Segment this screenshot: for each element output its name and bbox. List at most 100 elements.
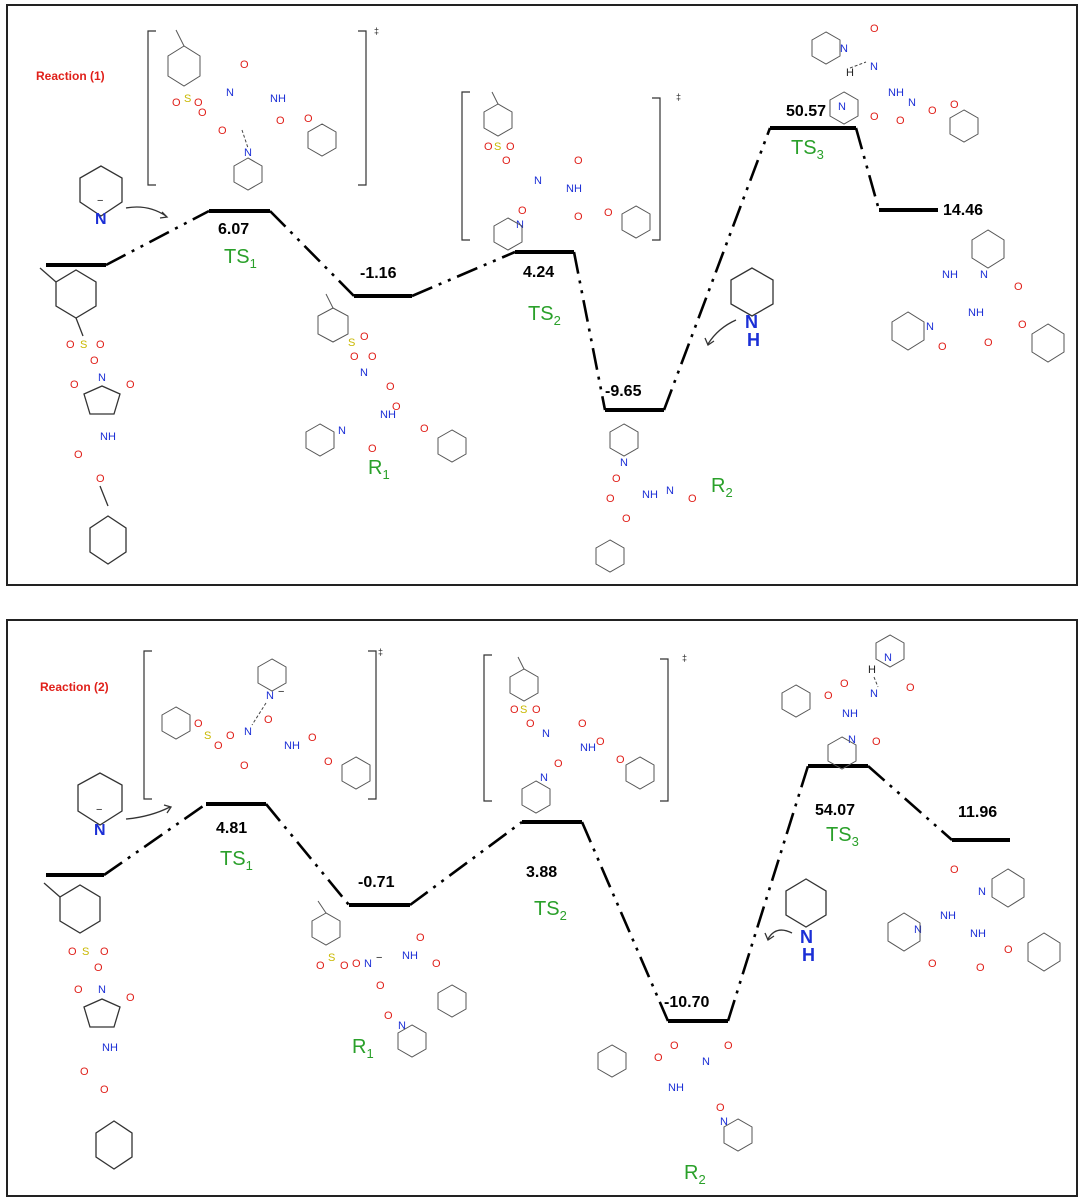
svg-text:O: O bbox=[386, 381, 395, 393]
reaction-title: Reaction (2) bbox=[40, 680, 109, 694]
svg-text:N: N bbox=[870, 61, 878, 73]
ts2-bracket-right bbox=[660, 658, 669, 802]
svg-text:O: O bbox=[870, 23, 879, 35]
svg-text:O: O bbox=[532, 704, 541, 716]
svg-text:O: O bbox=[1004, 944, 1013, 956]
svg-text:O: O bbox=[194, 718, 203, 730]
svg-text:N: N bbox=[745, 312, 758, 332]
svg-text:NH: NH bbox=[970, 928, 986, 940]
path-segment bbox=[580, 821, 670, 1022]
svg-text:O: O bbox=[126, 992, 135, 1004]
svg-text:N: N bbox=[542, 728, 550, 740]
energy-value-r1: -1.16 bbox=[360, 265, 397, 282]
svg-text:NH: NH bbox=[580, 742, 596, 754]
path-segment bbox=[409, 820, 523, 907]
svg-text:O: O bbox=[384, 1010, 393, 1022]
path-segment bbox=[103, 802, 207, 877]
ts1-molecule: N − S O O O N O O NH O O bbox=[161, 658, 371, 790]
svg-text:H: H bbox=[846, 67, 854, 79]
svg-text:O: O bbox=[938, 341, 947, 353]
svg-text:N: N bbox=[870, 688, 878, 700]
piperidine-anion-structure: N − bbox=[77, 772, 173, 839]
svg-text:S: S bbox=[348, 337, 355, 349]
energy-value-r2: -10.70 bbox=[664, 994, 709, 1011]
path-segment bbox=[105, 209, 210, 267]
svg-text:N: N bbox=[908, 97, 916, 109]
svg-text:O: O bbox=[506, 141, 515, 153]
svg-text:O: O bbox=[126, 379, 135, 391]
energy-value-ts3: 54.07 bbox=[815, 802, 855, 819]
svg-text:O: O bbox=[96, 473, 105, 485]
path-segment bbox=[854, 127, 881, 211]
energy-value-ts1: 6.07 bbox=[218, 221, 249, 238]
svg-text:O: O bbox=[392, 401, 401, 413]
piperidine-structure: N H bbox=[764, 878, 827, 965]
r1-molecule: S O O O N O NH O O N O bbox=[305, 293, 467, 463]
svg-text:N: N bbox=[360, 367, 368, 379]
svg-text:H: H bbox=[868, 664, 876, 676]
svg-text:O: O bbox=[172, 97, 181, 109]
svg-text:N: N bbox=[94, 822, 106, 839]
svg-text:O: O bbox=[264, 714, 273, 726]
svg-text:N: N bbox=[98, 372, 106, 384]
r2-molecule: O O NH N O O N bbox=[597, 1040, 753, 1152]
svg-text:O: O bbox=[526, 718, 535, 730]
svg-text:O: O bbox=[198, 107, 207, 119]
svg-text:N: N bbox=[980, 269, 988, 281]
svg-text:O: O bbox=[622, 513, 631, 525]
svg-text:O: O bbox=[824, 690, 833, 702]
svg-text:NH: NH bbox=[942, 269, 958, 281]
svg-text:O: O bbox=[96, 339, 105, 351]
svg-text:NH: NH bbox=[566, 183, 582, 195]
svg-text:N: N bbox=[364, 958, 372, 970]
svg-text:O: O bbox=[518, 205, 527, 217]
reactant-molecule: S O O O N O O NH O O bbox=[39, 267, 135, 565]
svg-text:S: S bbox=[494, 141, 501, 153]
svg-text:S: S bbox=[82, 946, 89, 958]
svg-text:−: − bbox=[96, 804, 102, 816]
svg-text:NH: NH bbox=[842, 708, 858, 720]
svg-text:N: N bbox=[244, 726, 252, 738]
svg-text:O: O bbox=[716, 1102, 725, 1114]
svg-text:O: O bbox=[218, 125, 227, 137]
svg-text:N: N bbox=[800, 927, 813, 947]
svg-text:O: O bbox=[194, 97, 203, 109]
svg-text:O: O bbox=[928, 958, 937, 970]
svg-text:O: O bbox=[100, 1084, 109, 1096]
path-segment bbox=[411, 250, 516, 298]
svg-text:S: S bbox=[80, 339, 87, 351]
svg-text:NH: NH bbox=[270, 93, 286, 105]
energy-value-ts2: 4.24 bbox=[523, 264, 554, 281]
svg-text:N: N bbox=[620, 457, 628, 469]
svg-text:O: O bbox=[308, 732, 317, 744]
ts2-bracket-left bbox=[483, 654, 492, 802]
energy-value-product: 11.96 bbox=[958, 804, 997, 821]
svg-text:N: N bbox=[848, 734, 856, 746]
svg-text:N: N bbox=[702, 1056, 710, 1068]
reaction-2-diagram: Reaction (2) 4.81 -0.71 3.88 -10.70 54.0… bbox=[40, 634, 1061, 1187]
ts3-molecule: N O H N NH N O O O O N bbox=[811, 23, 979, 143]
state-label-r1: R1 bbox=[368, 457, 390, 482]
svg-text:NH: NH bbox=[642, 489, 658, 501]
state-label-ts1: TS1 bbox=[220, 848, 253, 873]
svg-text:O: O bbox=[432, 958, 441, 970]
svg-text:N: N bbox=[244, 147, 252, 159]
energy-value-ts3: 50.57 bbox=[786, 103, 826, 120]
svg-text:O: O bbox=[360, 331, 369, 343]
svg-text:O: O bbox=[350, 351, 359, 363]
reaction-1-diagram: Reaction (1) 6.07 -1.16 4.24 -9.65 50.57… bbox=[36, 23, 1065, 573]
svg-text:N: N bbox=[720, 1116, 728, 1128]
ts1-double-dagger: ‡ bbox=[374, 26, 379, 36]
svg-text:O: O bbox=[870, 111, 879, 123]
svg-text:N: N bbox=[534, 175, 542, 187]
svg-text:O: O bbox=[240, 760, 249, 772]
svg-text:O: O bbox=[66, 339, 75, 351]
svg-text:NH: NH bbox=[940, 910, 956, 922]
svg-text:O: O bbox=[94, 962, 103, 974]
svg-text:O: O bbox=[950, 99, 959, 111]
svg-text:O: O bbox=[420, 423, 429, 435]
ts1-double-dagger: ‡ bbox=[378, 647, 383, 657]
svg-text:O: O bbox=[984, 337, 993, 349]
svg-text:−: − bbox=[97, 195, 103, 207]
energy-value-ts2: 3.88 bbox=[526, 864, 557, 881]
